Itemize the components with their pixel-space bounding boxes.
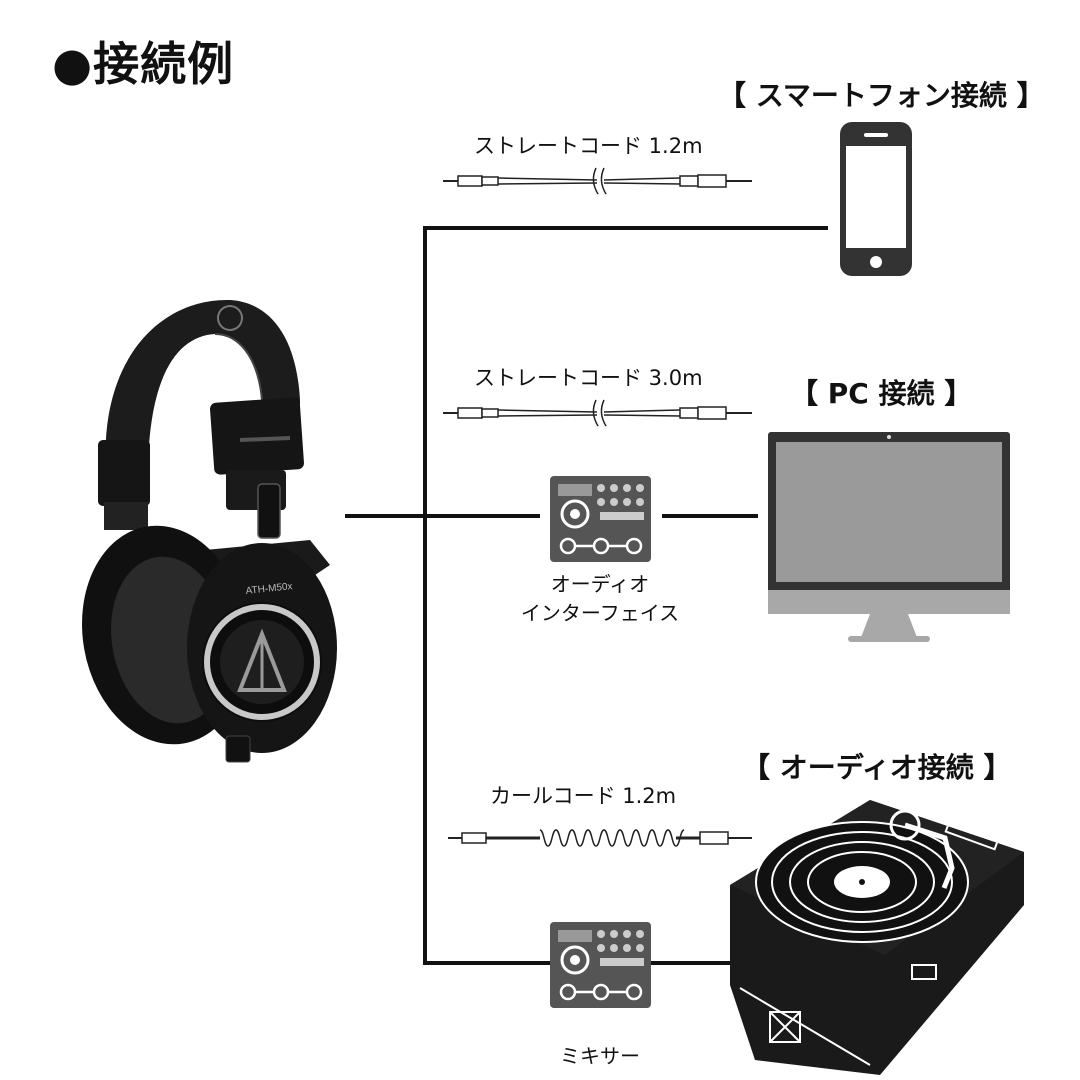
smartphone-icon bbox=[840, 122, 912, 276]
straight-cord-1-2m-label: ストレートコード 1.2m bbox=[474, 134, 703, 158]
connection-lines bbox=[345, 226, 828, 965]
smartphone-section-header: 【 スマートフォン接続 】 bbox=[718, 79, 1045, 112]
straight-cable-1-2m-icon bbox=[443, 167, 752, 195]
main-connector-line bbox=[423, 226, 828, 965]
audio-section-header: 【 オーディオ接続 】 bbox=[742, 751, 1012, 784]
turntable-icon bbox=[730, 800, 1024, 1075]
coiled-cord-1-2m-label: カールコード 1.2m bbox=[490, 784, 677, 808]
page-title: ●接続例 bbox=[52, 37, 235, 91]
audio-interface-label: オーディオ インターフェイス bbox=[520, 572, 680, 625]
straight-cord-3-0m-label: ストレートコード 3.0m bbox=[474, 366, 703, 390]
model-name-plate: ATH-M50x bbox=[245, 581, 293, 597]
straight-cable-3-0m-icon bbox=[443, 399, 752, 427]
mixer-label: ミキサー bbox=[560, 1044, 640, 1068]
mixer-icon bbox=[550, 922, 651, 1008]
headphones-illustration: ATH-M50x bbox=[82, 299, 337, 763]
pc-section-header: 【 PC 接続 】 bbox=[790, 377, 973, 410]
coiled-cable-icon bbox=[448, 829, 752, 847]
pc-monitor-icon bbox=[768, 432, 1010, 642]
audio-interface-icon bbox=[550, 476, 651, 562]
